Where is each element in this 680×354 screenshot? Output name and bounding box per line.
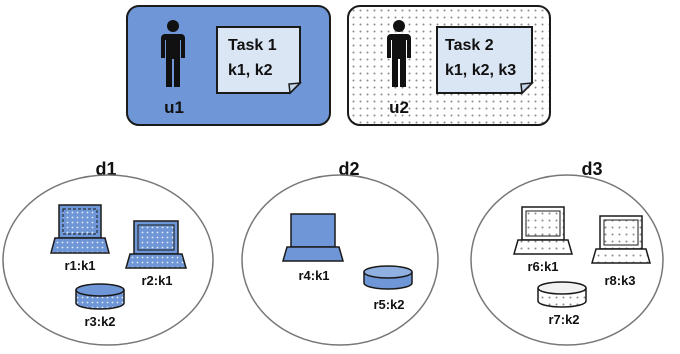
user-label-u1: u1 (164, 98, 184, 117)
disk-icon (537, 281, 587, 308)
resource-r5: r5:k2 (363, 265, 413, 312)
task-title-1: Task 1 (228, 37, 277, 54)
resource-label-r2: r2:k1 (141, 273, 172, 288)
resource-label-r1: r1:k1 (64, 258, 95, 273)
disk-icon (363, 265, 413, 290)
task-title-2: Task 2 (445, 37, 494, 54)
domain-d3 (470, 174, 664, 346)
laptop-icon (50, 204, 110, 254)
resource-label-r5: r5:k2 (373, 297, 404, 312)
user-panel-u1: u1 Task 1 k1, k2 (126, 5, 331, 126)
task-keys-1: k1, k2 (228, 62, 273, 79)
user-label-u2: u2 (389, 98, 409, 117)
resource-r1: r1:k1 (50, 204, 110, 273)
resource-r8: r8:k3 (591, 215, 651, 288)
domain-label-d3: d3 (581, 159, 602, 179)
laptop-icon (282, 213, 344, 262)
domain-d1 (2, 174, 214, 346)
domain-label-d1: d1 (95, 159, 116, 179)
resource-r2: r2:k1 (125, 220, 187, 288)
task-card-2: Task 2 k1, k2, k3 (436, 26, 534, 95)
resource-label-r6: r6:k1 (527, 259, 558, 274)
user-panel-u2: u2 Task 2 k1, k2, k3 (347, 5, 551, 126)
domain-label-d2: d2 (338, 159, 359, 179)
resource-r6: r6:k1 (513, 206, 573, 274)
laptop-icon (591, 215, 651, 264)
resource-r3: r3:k2 (75, 283, 125, 329)
laptop-icon (125, 220, 187, 269)
task-card-1: Task 1 k1, k2 (216, 26, 302, 95)
domain-d2 (241, 174, 439, 346)
resource-label-r8: r8:k3 (604, 273, 635, 288)
resource-label-r3: r3:k2 (84, 314, 115, 329)
resource-r4: r4:k1 (282, 213, 344, 283)
task-keys-2: k1, k2, k3 (445, 62, 516, 79)
resource-label-r4: r4:k1 (298, 268, 329, 283)
disk-icon (75, 283, 125, 310)
laptop-icon (513, 206, 573, 255)
resource-r7: r7:k2 (537, 281, 587, 327)
resource-label-r7: r7:k2 (548, 312, 579, 327)
